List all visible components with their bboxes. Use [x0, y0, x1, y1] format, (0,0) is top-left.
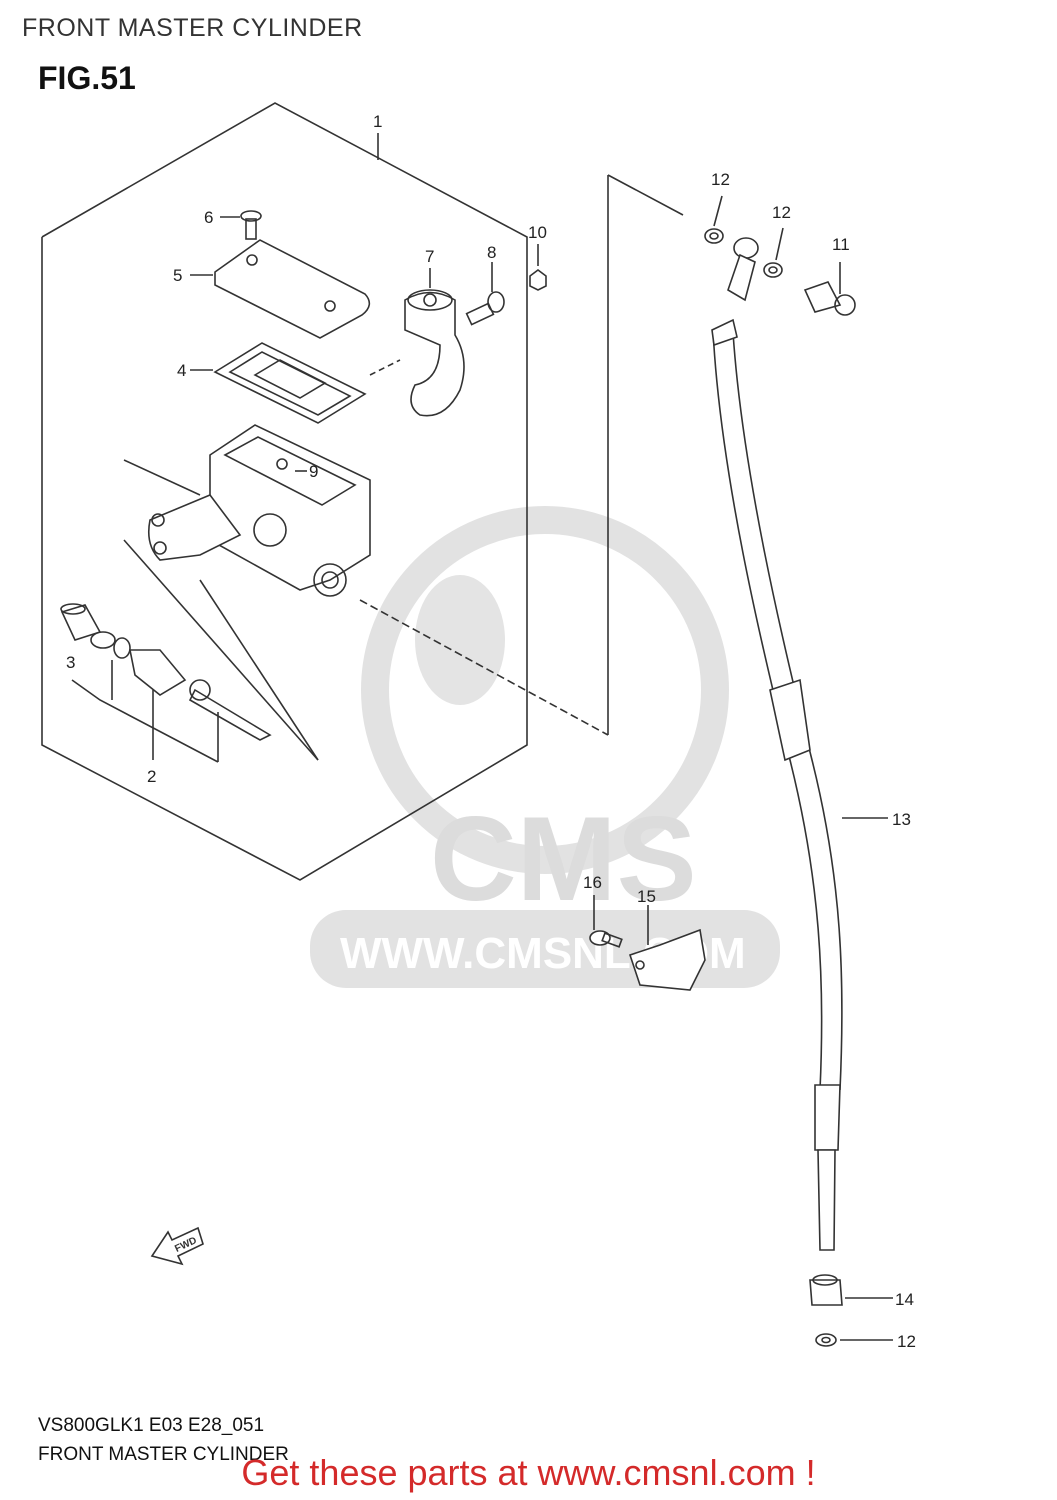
callout-12-top-left: 12	[711, 170, 730, 189]
callout-9: 9	[309, 462, 318, 481]
callout-16: 16	[583, 873, 602, 892]
nut	[529, 244, 547, 291]
forward-arrow-icon	[150, 1226, 204, 1266]
callout-7: 7	[425, 247, 434, 266]
washer	[763, 262, 783, 278]
callout-5: 5	[173, 266, 182, 285]
callout-1: 1	[373, 112, 382, 131]
reservoir-cap	[190, 239, 371, 339]
callout-15: 15	[637, 887, 656, 906]
watermark-logo: CMS WWW.CMSNL.COM	[310, 506, 780, 988]
master-cylinder-body	[147, 424, 371, 597]
callout-10: 10	[528, 223, 547, 242]
guide-line	[369, 359, 401, 376]
callout-14: 14	[895, 1290, 914, 1309]
washer	[815, 1333, 837, 1347]
callout-12-top-right: 12	[772, 203, 791, 222]
guide-line	[199, 579, 319, 761]
callout-4: 4	[177, 361, 186, 380]
callout-2: 2	[147, 767, 156, 786]
callout-8: 8	[487, 243, 496, 262]
kit-outline	[41, 102, 528, 881]
guide-line	[359, 599, 609, 736]
bracket-bolt	[589, 895, 623, 948]
figure-label: FIG.51	[38, 60, 136, 96]
guide-line	[123, 539, 319, 761]
reservoir-screw	[220, 210, 262, 240]
callout-3: 3	[66, 653, 75, 672]
page-title: FRONT MASTER CYLINDER	[22, 14, 363, 42]
callout-6: 6	[204, 208, 213, 227]
guide-line	[607, 174, 684, 216]
diagram-model-code: VS800GLK1 E03 E28_051	[38, 1415, 265, 1436]
callout-11: 11	[832, 235, 850, 254]
handlebar-clamp	[404, 268, 465, 417]
callout-13: 13	[892, 810, 911, 829]
diagram-name-footer: FRONT MASTER CYLINDER	[38, 1444, 289, 1465]
promo-link[interactable]: Get these parts at www.cmsnl.com !	[241, 1452, 816, 1493]
washer	[704, 228, 724, 244]
watermark-logo-text: CMS	[430, 792, 697, 926]
callout-12-bottom: 12	[897, 1332, 916, 1351]
hose-bracket	[628, 905, 706, 991]
clamp-bolt	[465, 262, 505, 326]
brake-hose	[711, 237, 888, 1251]
banjo-bolt	[803, 262, 856, 316]
guide-line	[123, 459, 201, 496]
diaphragm	[190, 342, 367, 424]
leader-line	[71, 679, 219, 763]
piston-set	[60, 603, 272, 741]
hose-union	[809, 1274, 893, 1306]
